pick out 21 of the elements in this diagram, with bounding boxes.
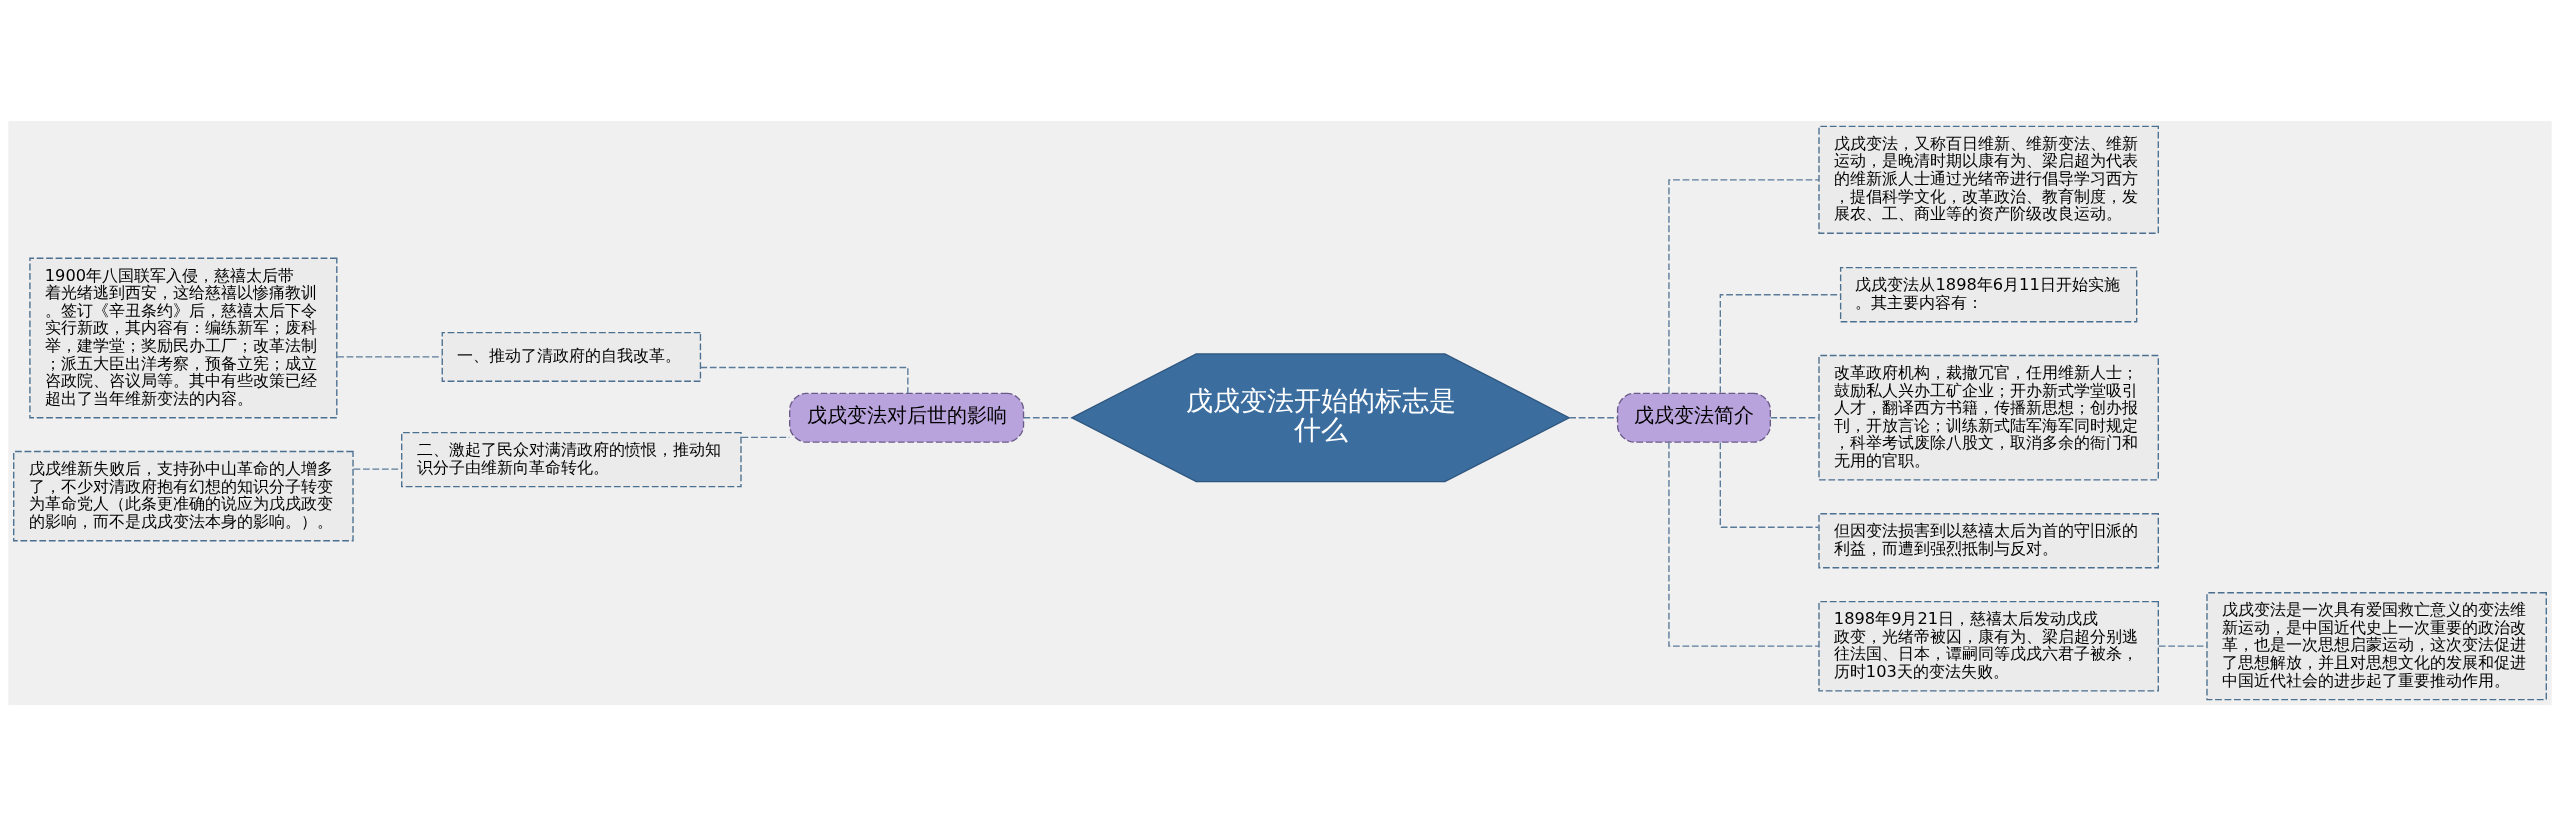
connector	[1022, 416, 1073, 418]
node-box: 戊戌变法，又称百日维新、维新变法、维新运动，是晚清时期以康有为、梁启超为代表的维新派人士通过光绪帝进行倡导学习西方，提倡科学文化，改革政治、教育制度，发展农、工、商业等的资产阶级改良运动。	[1818, 125, 2159, 234]
node-box: 1900年八国联军入侵，慈禧太后带着光绪逃到西安，这给慈禧以惨痛教训。签订《辛丑条约》后，慈禧太后下令实行新政，其内容有：编练新军；废科举，建学堂；奖励民办工厂；改革法制；派五大臣出洋考察，预备立宪；成立咨政院、咨议局等。其中有些改策已经超出了当年维新变法的内容。	[29, 257, 338, 418]
connector	[1719, 441, 1820, 528]
connector	[1668, 178, 1820, 394]
node-box: 二、激起了民众对满清政府的愤恨，推动知识分子由维新向革命转化。	[401, 431, 742, 487]
node-box: 改革政府机构，裁撤冗官，任用维新人士；鼓励私人兴办工矿企业；开办新式学堂吸引人才，翻译西方书籍，传播新思想；创办报刊，开放言论；训练新式陆军海军同时规定，科举考试废除八股文，取消多余的衙门和无用的官职。	[1818, 354, 2159, 481]
node-box: 一、推动了清政府的自我改革。	[441, 331, 702, 382]
node-box: 1898年9月21日，慈禧太后发动戊戌政变，光绪帝被囚，康有为、梁启超分别逃往法国、日本，谭嗣同等戊戌六君子被杀，历时103天的变法失败。	[1818, 600, 2159, 691]
node-box: 戊戌变法是一次具有爱国救亡意义的变法维新运动，是中国近代史上一次重要的政治改革，也是一次思想启蒙运动，这次变法促进了思想解放，并且对思想文化的发展和促进中国近代社会的进步起了重要推动作用。	[2206, 591, 2547, 700]
node-box: 戊戌变法从1898年6月11日开始实施。其主要内容有：	[1839, 266, 2138, 322]
connector	[699, 366, 909, 394]
connector	[1568, 416, 1618, 418]
node-box: 戊戌维新失败后，支持孙中山革命的人增多了，不少对清政府抱有幻想的知识分子转变为革命党人（此条更准确的说应为戊戌政变的影响，而不是戊戌变法本身的影响。）。	[13, 450, 354, 541]
node-box: 戊戌变法对后世的影响	[789, 392, 1025, 443]
connector	[1769, 416, 1820, 418]
connector	[1668, 441, 1820, 647]
connector	[2158, 645, 2208, 647]
node-box: 戊戌变法简介	[1616, 392, 1771, 443]
connector	[336, 355, 443, 358]
node-box: 但因变法损害到以慈禧太后为首的守旧派的利益，而遭到强烈抵制与反对。	[1818, 512, 2159, 568]
